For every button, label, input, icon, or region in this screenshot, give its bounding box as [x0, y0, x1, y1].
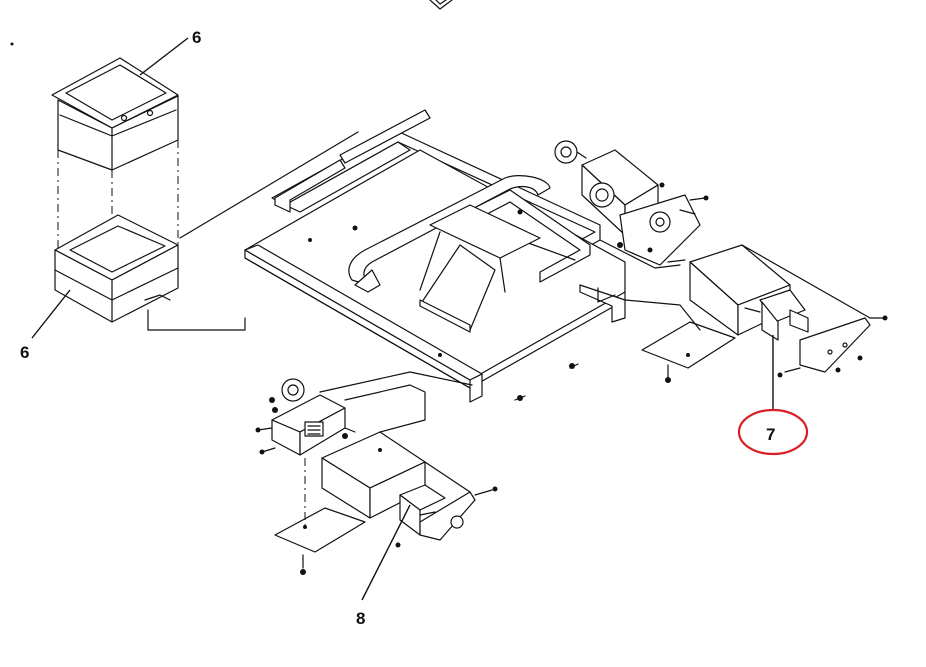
callout-8: 8	[356, 504, 411, 628]
svg-text:7: 7	[766, 425, 775, 444]
callout-6-top: 6	[139, 28, 201, 76]
stray-dot	[10, 42, 14, 46]
upper-hopper	[51, 57, 179, 171]
callout-7-highlight-ring	[737, 408, 809, 456]
callout-6-bottom: 6	[20, 289, 71, 362]
callout-7: 7	[737, 335, 809, 456]
logo-fragment-icon	[429, 0, 453, 10]
hopper-connect-line-top	[179, 131, 359, 239]
svg-text:6: 6	[192, 28, 201, 47]
svg-text:8: 8	[356, 609, 365, 628]
hopper-connect-line-bottom	[147, 309, 246, 331]
left-motor-assembly	[255, 371, 498, 575]
right-motor-assembly	[554, 140, 888, 383]
main-frame	[244, 109, 626, 403]
lower-hopper	[54, 214, 179, 323]
svg-text:6: 6	[20, 343, 29, 362]
